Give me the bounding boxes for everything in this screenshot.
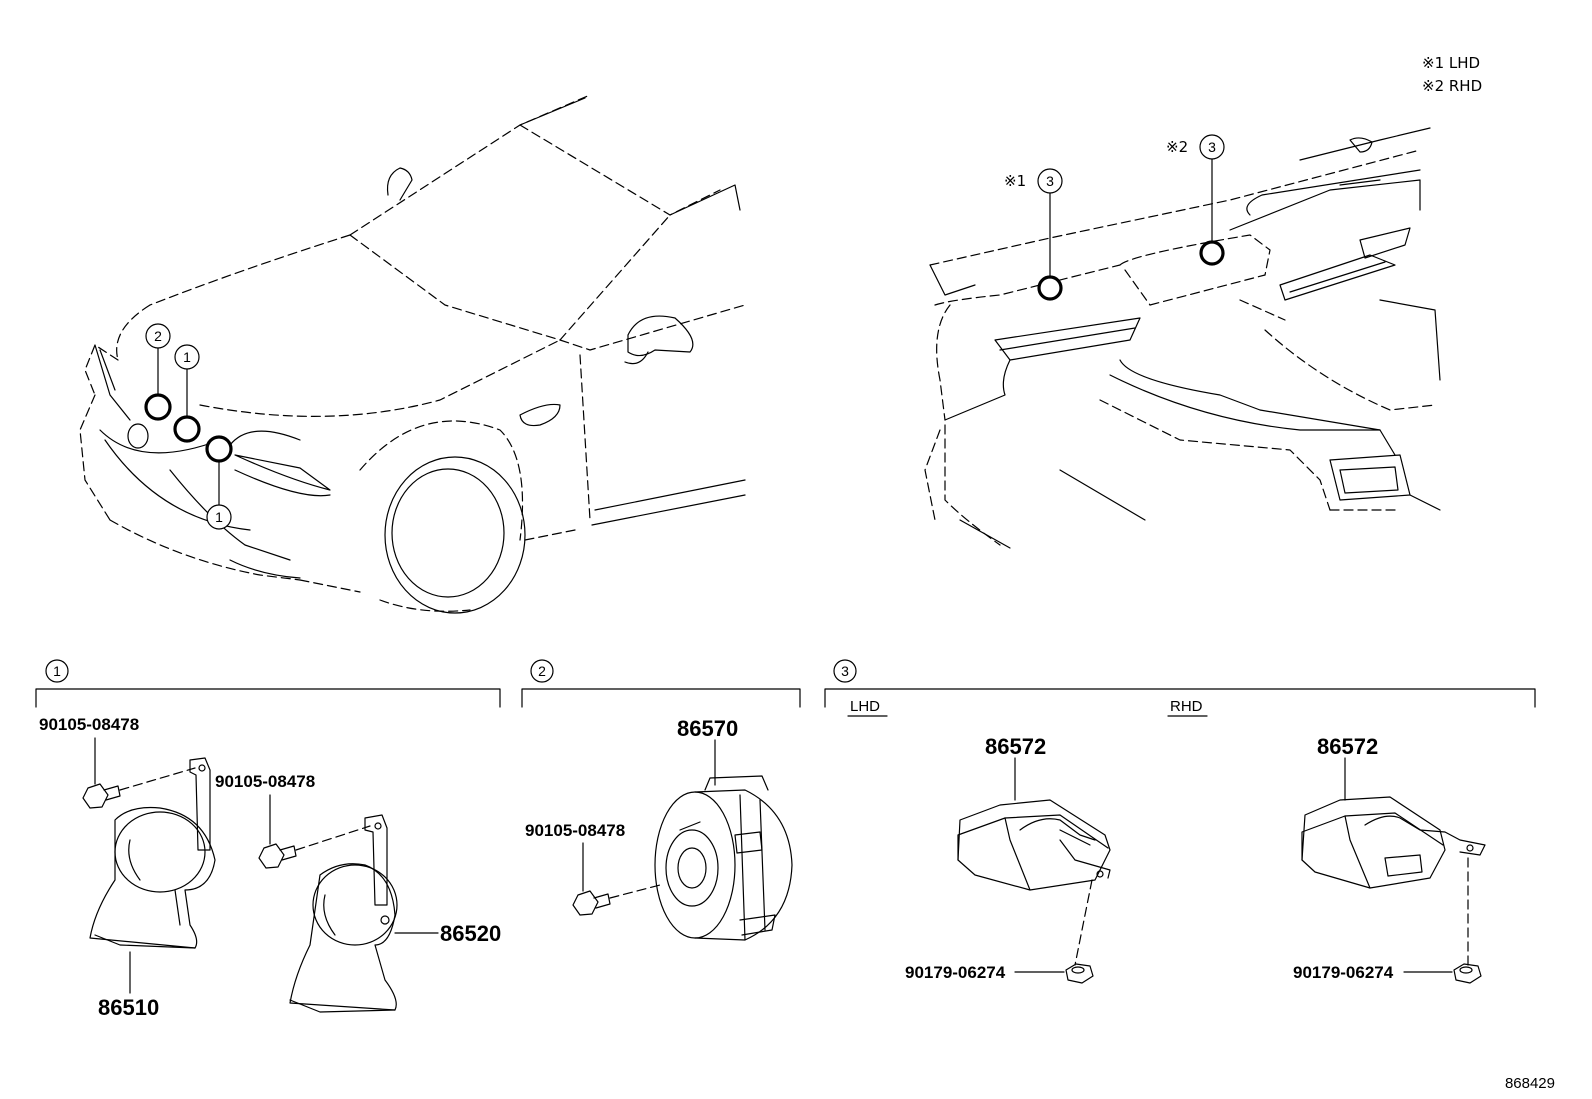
- mark-rhd: ※2: [1166, 138, 1188, 156]
- unit-lhd-86572: [957, 799, 1111, 966]
- figure-id: 868429: [1505, 1075, 1555, 1092]
- part-number-horn-low: 86510: [98, 995, 159, 1020]
- section-3-header: 3 LHD RHD: [824, 659, 1536, 717]
- siren-86570: [654, 775, 793, 941]
- mark-lhd: ※1: [1004, 172, 1026, 190]
- car-front-illustration: [79, 94, 746, 614]
- section-1-header: 1: [35, 659, 501, 708]
- part-number-nut-lhd: 90179-06274: [905, 963, 1006, 982]
- location-marker-3-rhd: [1199, 240, 1225, 266]
- dashboard-illustration: [924, 127, 1441, 549]
- nut-rhd: [1403, 963, 1482, 984]
- legend-lhd: ※1 LHD: [1422, 54, 1480, 72]
- callout-3-lhd: 3: [1046, 173, 1054, 189]
- bolt-a: [82, 737, 196, 809]
- svg-text:2: 2: [538, 663, 546, 679]
- bolt-c: [572, 842, 661, 916]
- part-number-unit-rhd: 86572: [1317, 734, 1378, 759]
- part-number-siren: 86570: [677, 716, 738, 741]
- bolt-b: [258, 794, 371, 869]
- part-number-nut-rhd: 90179-06274: [1293, 963, 1394, 982]
- horn-high-86520: [289, 814, 398, 1013]
- part-number-bolt-a: 90105-08478: [39, 715, 139, 734]
- part-number-bolt-b: 90105-08478: [215, 772, 315, 791]
- svg-text:3: 3: [841, 663, 849, 679]
- callout-3-rhd: 3: [1208, 139, 1216, 155]
- part-number-horn-high: 86520: [440, 921, 501, 946]
- horn-low-86510: [89, 757, 216, 949]
- car-callouts: 2 1 1: [144, 323, 233, 530]
- part-number-unit-lhd: 86572: [985, 734, 1046, 759]
- dashboard-callouts: ※1 3 ※2 3: [1004, 134, 1225, 301]
- callout-2: 2: [154, 328, 162, 344]
- callout-1: 1: [183, 349, 191, 365]
- lhd-label: LHD: [850, 698, 880, 715]
- unit-rhd-86572: [1301, 796, 1486, 966]
- legend-rhd: ※2 RHD: [1422, 77, 1482, 95]
- svg-text:1: 1: [53, 663, 61, 679]
- location-marker-2: [144, 393, 172, 421]
- location-marker-3-lhd: [1037, 275, 1063, 301]
- part-number-bolt-c: 90105-08478: [525, 821, 625, 840]
- nut-lhd: [1014, 963, 1094, 984]
- location-marker-1a: [173, 415, 201, 443]
- rhd-label: RHD: [1170, 698, 1203, 715]
- section-2-header: 2: [521, 659, 801, 708]
- callout-1-lower: 1: [215, 509, 223, 525]
- location-marker-1b: [205, 435, 233, 463]
